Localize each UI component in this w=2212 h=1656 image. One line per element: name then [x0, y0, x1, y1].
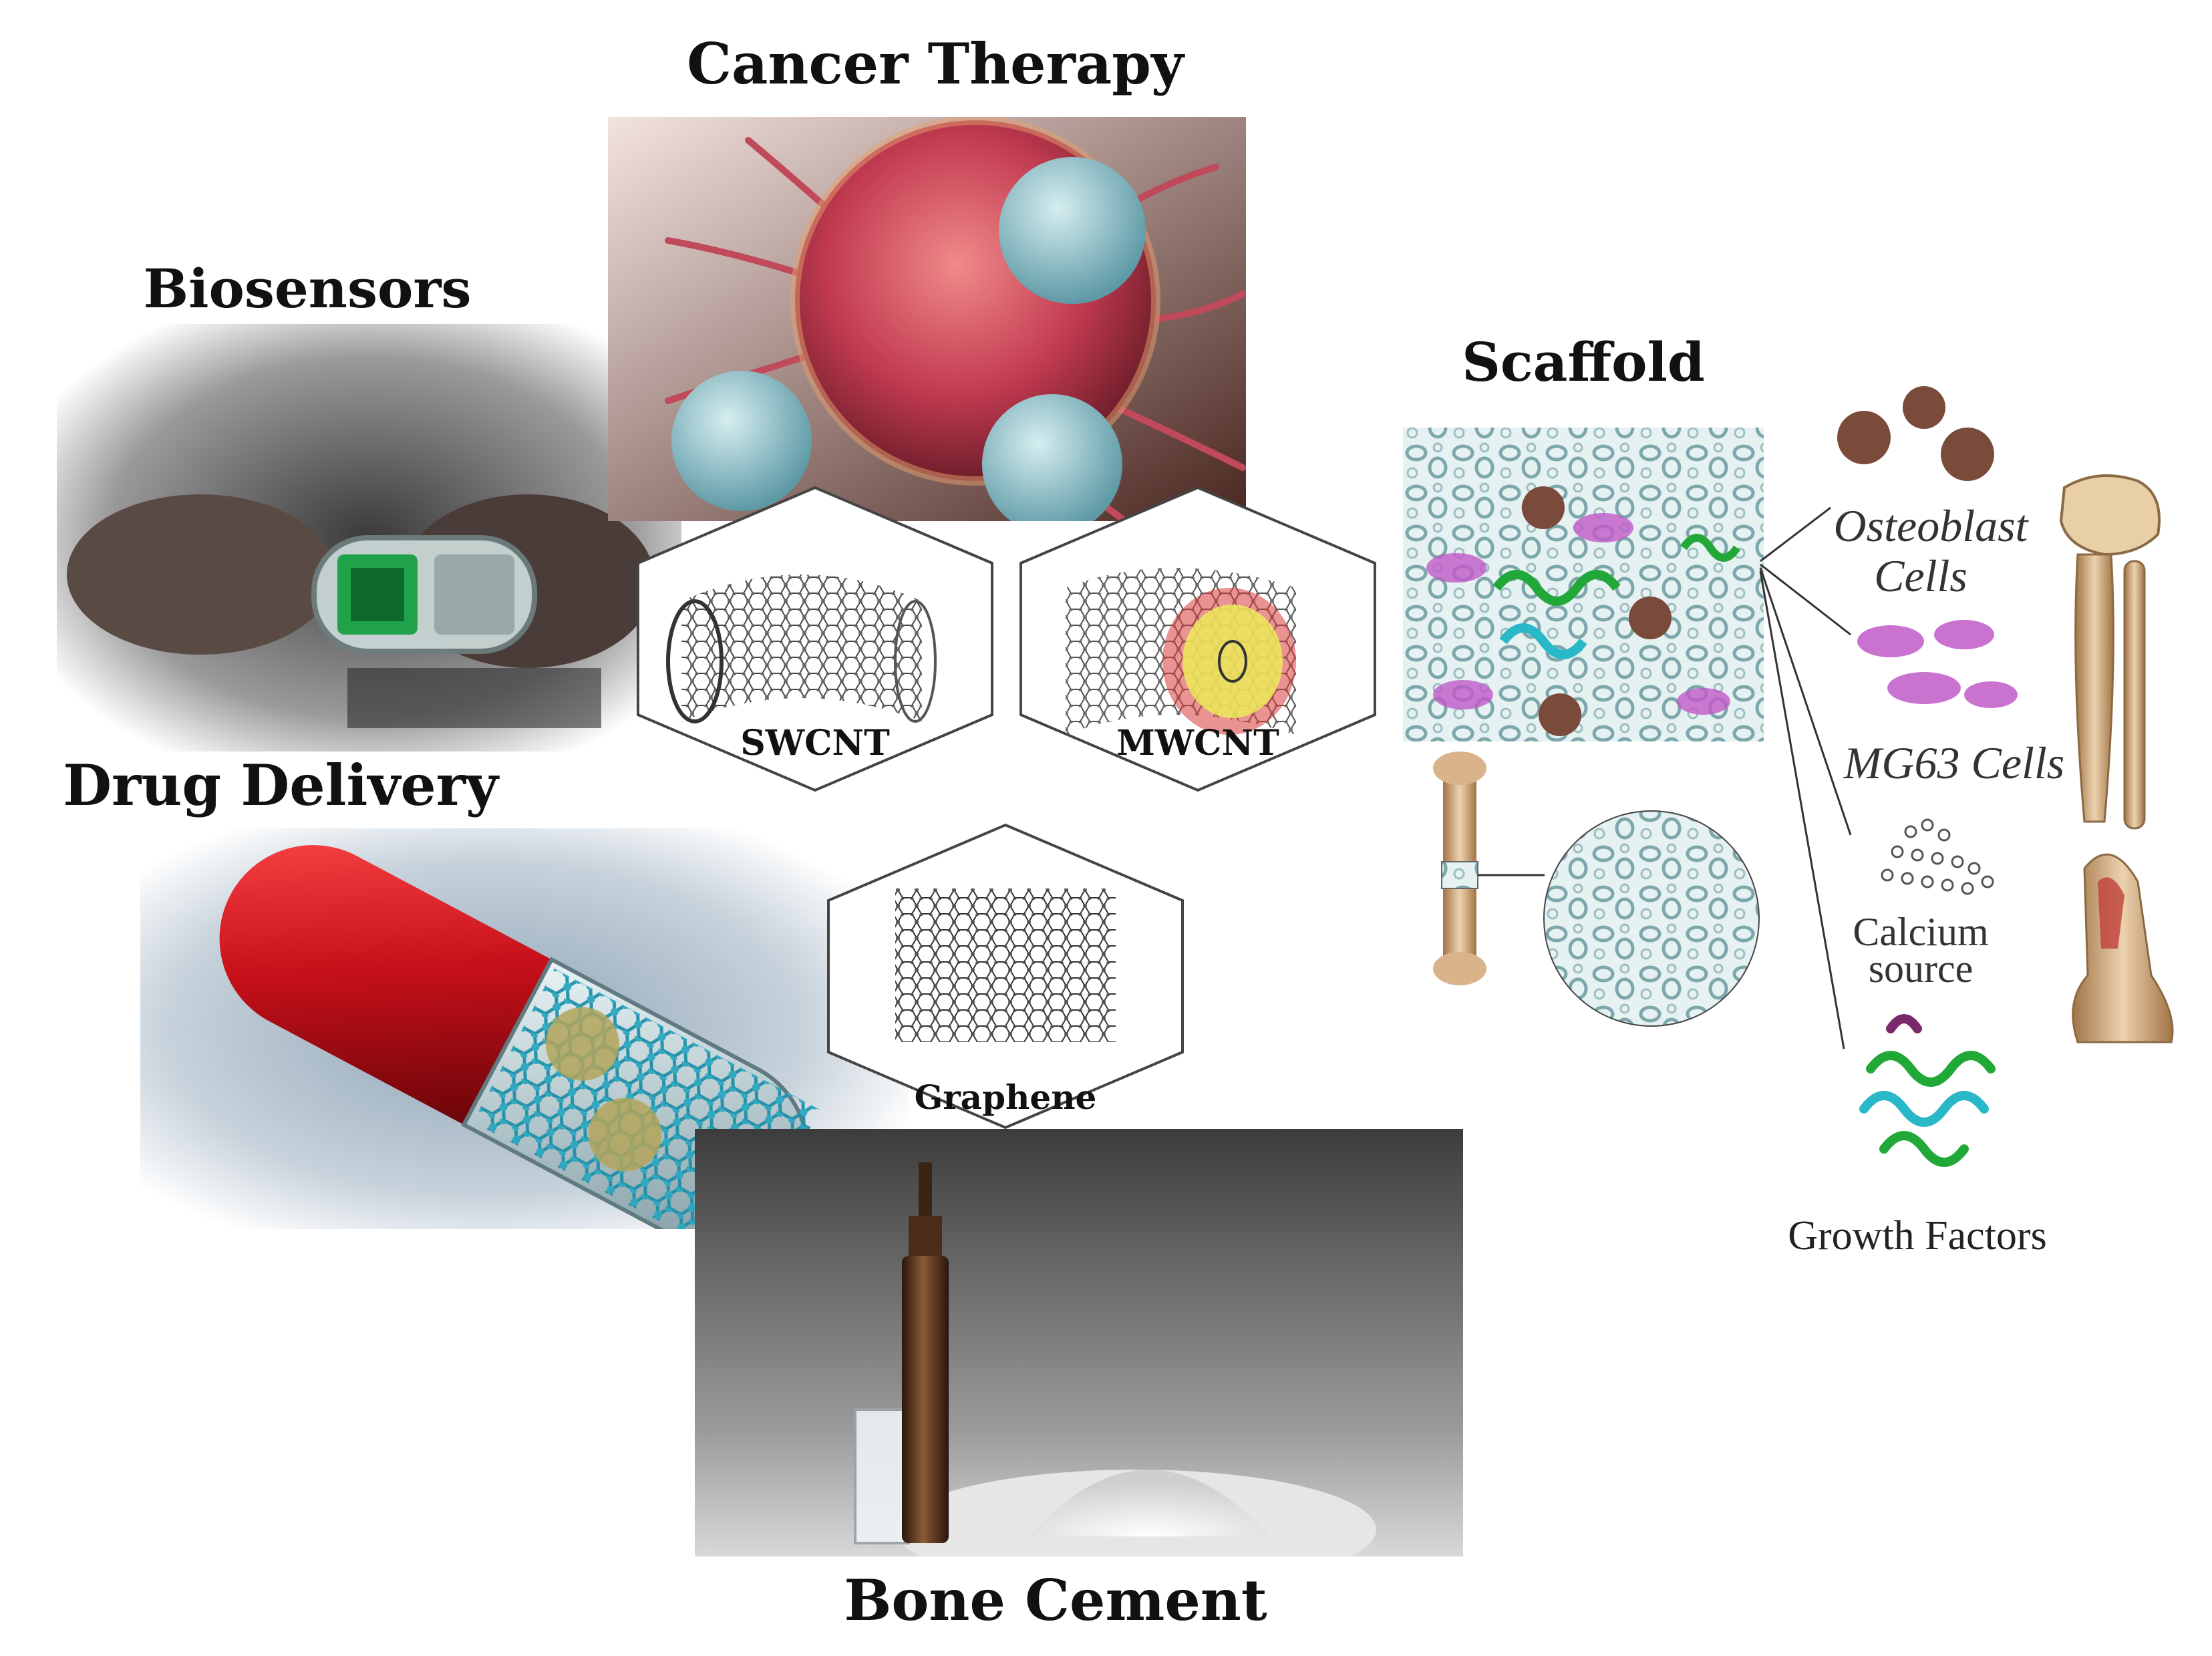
- label-mg63-cells: MG63 Cells: [1843, 737, 2065, 788]
- scaffold-block: [1403, 428, 1764, 741]
- cancer-therapy-photo: [608, 117, 1246, 521]
- label-graphene: Graphene: [915, 1078, 1097, 1117]
- graphene-structure: [895, 888, 1116, 1042]
- heading-drug-delivery: Drug Delivery: [63, 752, 500, 818]
- label-osteoblast-line1: Osteoblast: [1834, 500, 2030, 551]
- growth-factors-illustration: [1859, 1014, 1996, 1167]
- swcnt-structure: [666, 574, 937, 723]
- heading-bone-cement: Bone Cement: [844, 1567, 1267, 1633]
- heading-cancer-therapy: Cancer Therapy: [687, 31, 1185, 97]
- label-osteoblast-line2: Cells: [1874, 550, 1967, 601]
- t-cell: [999, 157, 1146, 304]
- osteoblast-cells-illustration: [1837, 386, 1994, 481]
- heading-biosensors: Biosensors: [143, 257, 471, 320]
- biosensors-photo: [57, 324, 681, 752]
- heading-scaffold: Scaffold: [1462, 331, 1705, 393]
- label-growth-factors: Growth Factors: [1788, 1213, 2046, 1259]
- label-swcnt: SWCNT: [740, 723, 890, 764]
- label-calcium-line1: Calcium: [1853, 910, 1988, 954]
- t-cell: [671, 371, 812, 511]
- mwcnt-structure: [1066, 568, 1296, 735]
- bone-with-scaffold: [1433, 752, 1760, 1027]
- leg-bones-illustration: [2059, 474, 2174, 1043]
- calcium-source-illustration: [1881, 818, 1994, 895]
- bone-cement-photo: [695, 1129, 1463, 1556]
- scaffold-connectors: [1759, 506, 1852, 1049]
- label-calcium-line2: source: [1869, 947, 1973, 991]
- drug-delivery-photo: [140, 828, 909, 1229]
- mg63-cells-illustration: [1857, 620, 2018, 708]
- label-mwcnt: MWCNT: [1116, 723, 1279, 764]
- t-cell: [982, 394, 1122, 521]
